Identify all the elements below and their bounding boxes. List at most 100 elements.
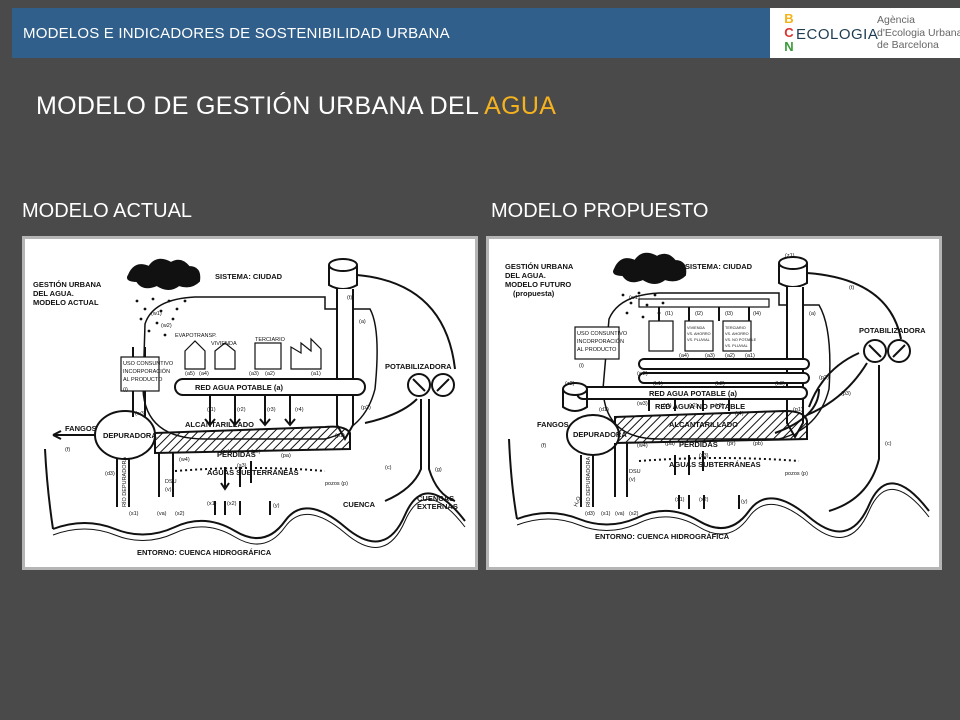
code-label: (w4) (179, 457, 190, 463)
diagram-proposed-small2-3: VS. NO POTABLE (725, 338, 757, 342)
diagram-proposed-dsu: DSU (629, 469, 641, 475)
header-title: MODELOS E INDICADORES DE SOSTENIBILIDAD … (23, 25, 450, 42)
diagram-actual-cuenca: CUENCA (343, 500, 376, 509)
diagram-proposed-small2-2: VS. AHORRO (725, 332, 749, 336)
diagram-proposed-red2: RED AGUA NO POTABLE (655, 402, 745, 411)
code-label: (w1) (151, 311, 162, 317)
code-label: (x1) (207, 501, 217, 507)
diagram-proposed-perdidas: PÉRDIDAS (679, 440, 718, 449)
code-label: (c) (385, 465, 392, 471)
code-label: (s3) (699, 453, 709, 459)
code-label: (t) (347, 295, 352, 301)
diagram-proposed-small2-4: VS. PLUVIAL (725, 344, 748, 348)
code-label: (z1) (785, 253, 795, 259)
code-label: (c) (885, 441, 892, 447)
code-label: (x2) (699, 497, 709, 503)
diagram-actual-dsu: DSU (165, 479, 177, 485)
code-label: (a4) (199, 371, 209, 377)
diagram-proposed-environment: ENTORNO: CUENCA HIDROGRÁFICA (595, 532, 730, 541)
code-label: (t) (849, 285, 854, 291)
diagram-proposed-small1-1: VIVIENDA (687, 326, 705, 330)
code-label: (p2) (361, 405, 371, 411)
code-label: (d3) (105, 471, 115, 477)
code-label: (w3) (135, 411, 146, 417)
code-label: (r3) (715, 403, 724, 409)
code-label: (y) (273, 503, 280, 509)
diagram-proposed-heading-3: MODELO FUTURO (505, 280, 571, 289)
logo-letters: B C N (782, 12, 796, 54)
code-label: (pa) (665, 441, 675, 447)
diagram-proposed-system: SISTEMA: CIUDAD (685, 262, 753, 271)
section-title-proposed: MODELO PROPUESTO (491, 200, 709, 222)
diagram-actual-uso-1: USO CONSUNTIVO (123, 361, 174, 367)
diagram-actual-frame: GESTIÓN URBANA DEL AGUA. MODELO ACTUAL S… (22, 236, 478, 570)
code-label: (d3) (585, 511, 595, 517)
diagram-actual-uso-2: INCORPORACIÓN (123, 368, 170, 375)
code-label: (a2) (265, 371, 275, 377)
code-label: (pa) (281, 453, 291, 459)
code-label: (a3) (705, 353, 715, 359)
code-label: (i) (579, 363, 584, 369)
code-label: (r2) (689, 403, 698, 409)
code-label: (f) (541, 443, 546, 449)
code-label: (a2) (725, 353, 735, 359)
code-label: (s1) (601, 511, 611, 517)
code-label: (x1) (675, 497, 685, 503)
diagram-actual-heading-3: MODELO ACTUAL (33, 298, 99, 307)
diagram-actual-perdidas: PÉRDIDAS (217, 450, 256, 459)
code-label: (w1) (629, 295, 640, 301)
code-label: (p1) (335, 433, 345, 439)
code-label: (p1) (793, 407, 803, 413)
code-label: (a1) (311, 371, 321, 377)
diagram-actual-potabilizadora: POTABILIZADORA (385, 362, 452, 371)
diagram-actual-red: RED AGUA POTABLE (a) (195, 383, 284, 392)
diagram-actual-alcantarillado: ALCANTARILLADO (185, 420, 254, 429)
code-label: (s1) (129, 511, 139, 517)
code-label: (va) (615, 511, 625, 517)
diagram-actual-terciario: TERCIARIO (255, 337, 286, 343)
diagram-actual-fangos: FANGOS (65, 424, 97, 433)
section-title-actual: MODELO ACTUAL (22, 200, 193, 222)
diagram-proposed-heading-1: GESTIÓN URBANA (505, 262, 574, 271)
diagram-proposed-small1-2: VS. AHORRO (687, 332, 711, 336)
diagram-proposed-depuradora: DEPURADORA (573, 430, 627, 439)
diagram-proposed-h2o: H₂O (573, 495, 582, 507)
code-label: (p3) (841, 391, 851, 397)
code-label: (r3) (267, 407, 276, 413)
diagram-proposed-uso-1: USO CONSUNTIVO (577, 331, 628, 337)
agency-logo: B C N ECOLOGIA Agència d'Ecologia Urbana… (770, 8, 960, 58)
diagram-actual-depuradora: DEPURADORA (103, 431, 157, 440)
diagram-actual-subterraneas: AGUAS SUBTERRÁNEAS (207, 468, 299, 477)
code-label: (l2) (695, 311, 703, 317)
diagram-proposed-small1-3: VS. PLUVIAL (687, 338, 710, 342)
code-label: (r1) (663, 403, 672, 409)
code-label: (a) (809, 311, 816, 317)
diagram-proposed-rio: RÍO DEPURADORA (585, 457, 592, 507)
code-label: (a) (359, 319, 366, 325)
code-label: (f) (65, 447, 70, 453)
diagram-actual-vivienda: VIVIENDA (211, 341, 237, 347)
code-label: (l1) (665, 311, 673, 317)
code-label: (d1) (599, 407, 609, 413)
code-label: (b1) (653, 381, 663, 387)
code-label: (va) (157, 511, 167, 517)
code-label: (a3) (249, 371, 259, 377)
diagram-proposed-potabilizadora: POTABILIZADORA (859, 326, 926, 335)
code-label: (pb) (753, 441, 763, 447)
header-bar: MODELOS E INDICADORES DE SOSTENIBILIDAD … (12, 8, 770, 58)
diagram-proposed-heading-4: (propuesta) (513, 289, 555, 298)
code-label: (l3) (725, 311, 733, 317)
logo-agency-name: Agència d'Ecologia Urbana de Barcelona (877, 14, 960, 51)
code-label: (r4) (295, 407, 304, 413)
diagram-actual: GESTIÓN URBANA DEL AGUA. MODELO ACTUAL S… (33, 258, 466, 557)
code-label: (pc) (251, 449, 261, 455)
code-label: (b3) (775, 381, 785, 387)
diagram-actual-pozos: pozos (p) (325, 481, 348, 487)
code-label: (s2) (175, 511, 185, 517)
code-label: (a4) (679, 353, 689, 359)
code-label: (p2) (819, 375, 829, 381)
code-label: (a1) (745, 353, 755, 359)
code-label: (i) (123, 387, 128, 393)
diagram-proposed-pozos: pozos (p) (785, 471, 808, 477)
code-label: (g) (435, 467, 442, 473)
